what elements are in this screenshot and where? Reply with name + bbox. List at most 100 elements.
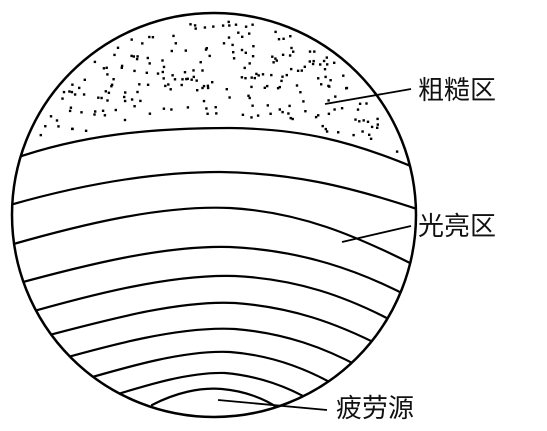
rough-zone-dot <box>192 69 195 72</box>
rough-zone-dot <box>271 55 274 58</box>
rough-zone-dot <box>333 61 336 64</box>
rough-zone-dot <box>325 56 328 59</box>
rough-zone-dot <box>145 71 148 74</box>
rough-zone-dot <box>244 25 248 28</box>
beach-mark-line-1 <box>12 170 416 212</box>
rough-zone-dot <box>167 83 170 86</box>
rough-zone-dot <box>287 112 290 115</box>
bright-zone-leader-line <box>341 225 412 243</box>
fracture-surface-outline <box>10 11 418 419</box>
rough-zone-dot <box>194 27 197 30</box>
rough-zone-dot <box>281 75 284 78</box>
rough-zone-dot <box>288 104 291 108</box>
rough-zone-dot <box>308 60 311 63</box>
beach-mark-lines <box>12 126 416 410</box>
rough-zone-dot <box>102 67 106 70</box>
rough-zone-dot <box>130 38 133 41</box>
rough-zone-dot <box>314 115 318 119</box>
rough-zone-dot <box>39 133 42 137</box>
rough-zone-dot <box>136 55 139 58</box>
beach-mark-line-6 <box>48 327 362 369</box>
rough-zone-dot <box>130 54 133 58</box>
rough-zone-dot <box>228 96 231 99</box>
rough-zone-dot <box>317 114 320 117</box>
rough-zone-dot <box>173 78 177 81</box>
rough-zone-dot <box>253 76 256 80</box>
rough-zone-dot <box>322 59 326 63</box>
rough-zone-dot <box>161 70 164 74</box>
rough-zone-dot <box>148 112 152 115</box>
rough-zone-dot <box>276 87 280 90</box>
rough-zone-dot <box>100 96 103 100</box>
rough-zone-dot <box>358 102 362 105</box>
rough-zone-dot <box>251 23 254 26</box>
beach-mark-line-3 <box>12 245 416 302</box>
rough-zone-dot <box>240 76 244 79</box>
rough-zone-dot <box>296 69 300 72</box>
rough-zone-dot <box>222 42 226 45</box>
rough-zone-dot <box>97 96 100 99</box>
rough-zone-dot <box>174 42 177 45</box>
rough-zone-dot <box>49 115 53 118</box>
rough-zone-dot <box>266 104 269 107</box>
rough-zone-dot <box>202 84 206 88</box>
rough-zone-dot <box>136 90 139 94</box>
rough-zone-dot <box>193 24 197 27</box>
rough-zone-dot <box>248 96 251 100</box>
rough-zone-dot <box>139 99 142 103</box>
rough-zone-dot <box>362 119 365 122</box>
rough-zone-dot <box>290 46 293 50</box>
rough-zone-dot <box>261 73 265 76</box>
rough-zone-dot <box>269 112 272 115</box>
rough-zone-dot <box>71 127 74 131</box>
rough-zone-dot <box>116 46 120 49</box>
rough-zone-dot <box>202 99 206 103</box>
rough-zone-dot <box>208 54 211 58</box>
bright-zone-label: 光亮区 <box>418 212 497 242</box>
rough-zone-dot <box>244 51 247 54</box>
rough-zone-dot <box>285 73 288 77</box>
rough-zone-dot <box>333 108 336 111</box>
rough-zone-dot <box>321 124 324 128</box>
rough-zone-dot <box>292 50 295 53</box>
rough-zone-dot <box>162 107 166 110</box>
rough-zone-dot <box>282 37 285 40</box>
rough-zone-dot <box>183 71 187 74</box>
rough-zone-dot <box>93 113 96 116</box>
rough-zone-dot <box>57 125 60 128</box>
rough-zone-dot <box>107 91 111 94</box>
rough-zone-dot <box>291 117 294 121</box>
rough-zone-dot <box>114 108 117 112</box>
rough-zone-dot <box>172 34 175 38</box>
rough-zone-dot <box>205 107 208 110</box>
rough-zone-dot <box>323 68 327 71</box>
rough-zone-dot <box>340 107 344 110</box>
rough-zone-dot <box>302 100 305 103</box>
rough-zone-dot <box>277 38 281 41</box>
rough-zone-dot <box>244 77 247 80</box>
rough-zone-dot <box>240 48 244 52</box>
rough-zone-dot <box>162 77 165 80</box>
rough-zone-dot <box>252 45 255 48</box>
rough-zone-dot <box>227 36 231 39</box>
rough-zone-dot <box>195 79 198 82</box>
rough-zone-dot <box>329 79 332 82</box>
rough-zone-dot <box>272 61 275 64</box>
rough-zone-dot <box>186 77 189 80</box>
rough-zone-dot <box>326 63 329 66</box>
rough-zone-dot <box>334 95 337 98</box>
rough-zone-dot <box>201 86 204 90</box>
rough-zone-dot <box>250 116 253 119</box>
rough-zone-dot <box>361 130 364 133</box>
rough-zone-dot <box>71 83 74 86</box>
rough-zone-dot <box>248 62 251 65</box>
rough-zone-dot <box>124 91 127 94</box>
rough-zone-dot <box>313 50 316 53</box>
rough-zone-dot <box>105 66 108 69</box>
rough-zone-dot <box>289 116 292 120</box>
rough-zone-dot <box>133 105 136 108</box>
rough-zone-dot <box>257 74 260 77</box>
rough-zone-dot <box>376 126 379 129</box>
rough-zone-dot <box>278 85 281 89</box>
